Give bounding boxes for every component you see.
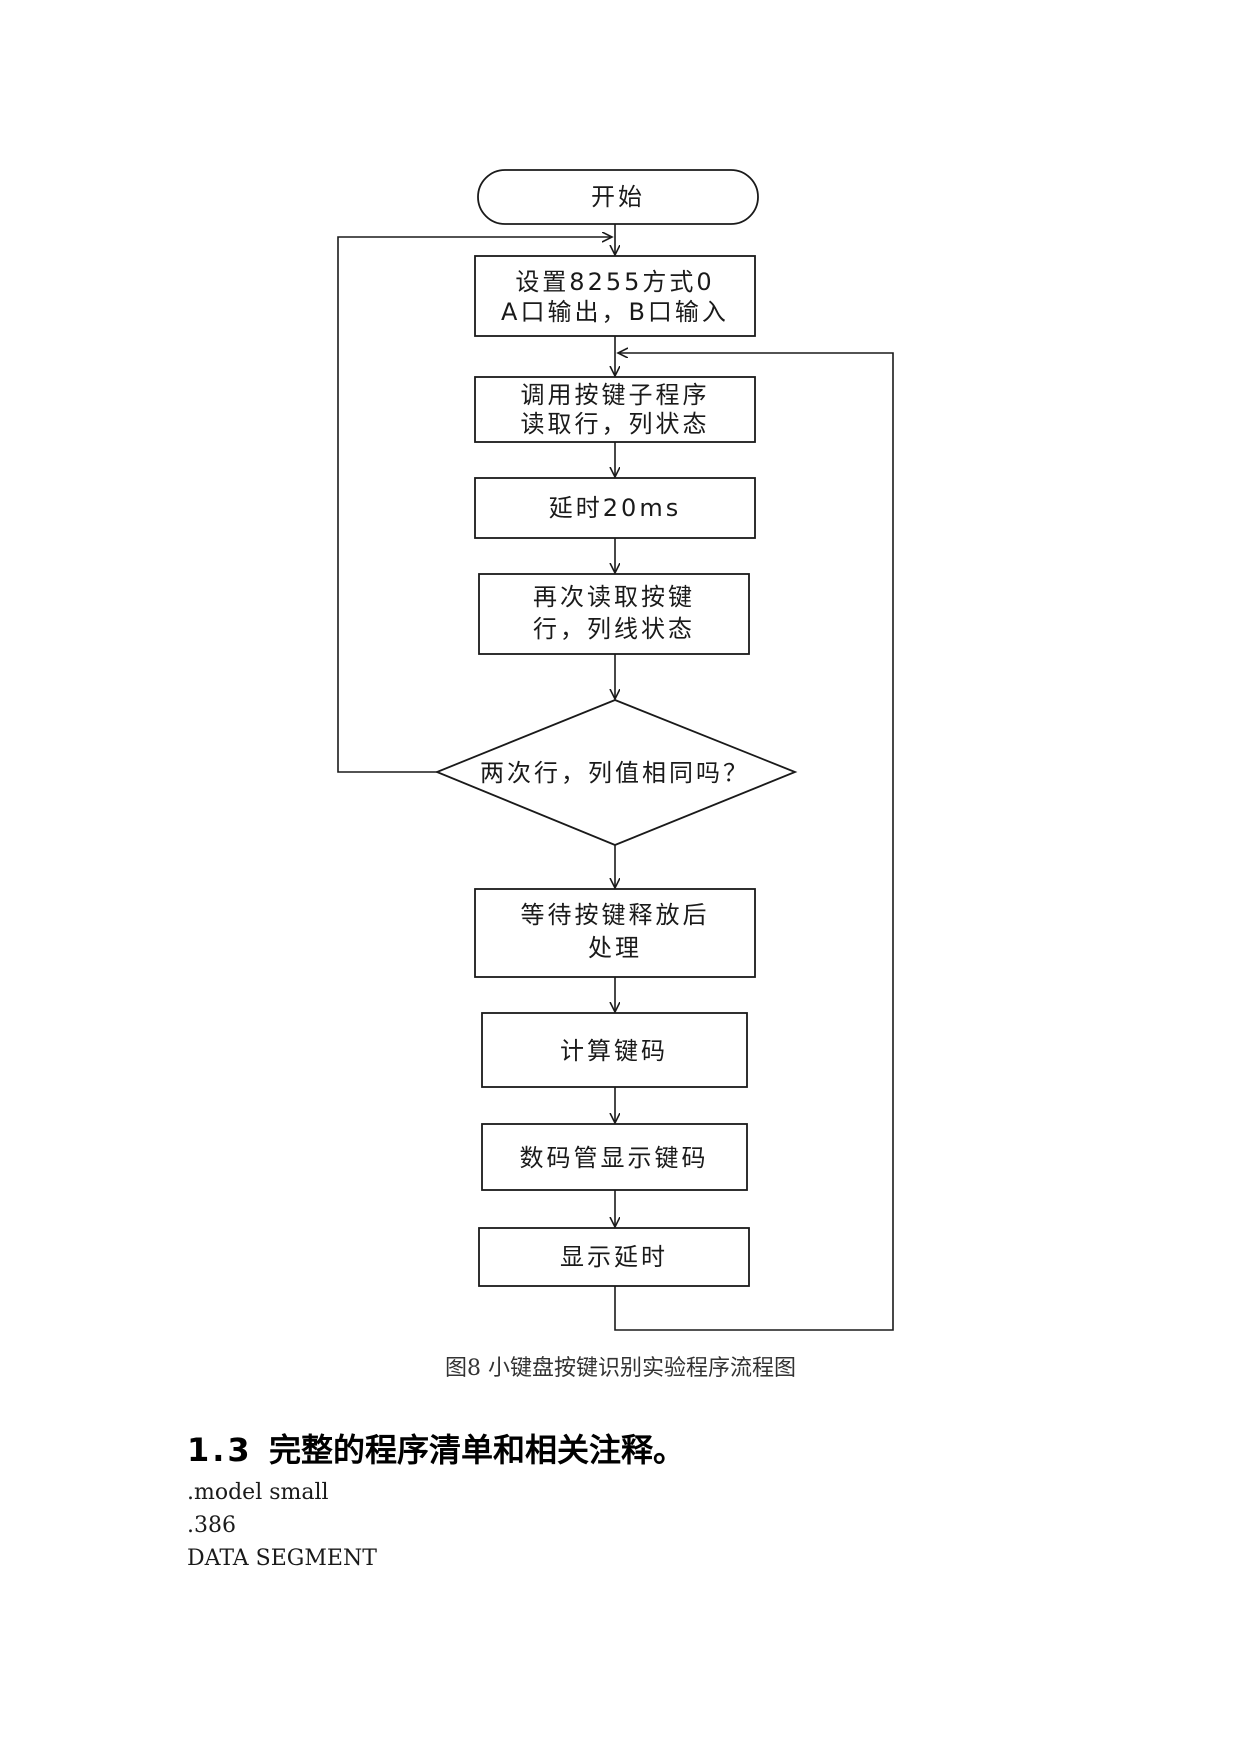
start-terminal: 开始 [477,169,759,225]
figure-caption: 图8 小键盘按键识别实验程序流程图 [445,1356,796,1381]
loop-back-delay-to-call [614,353,894,1331]
code-line: .386 [187,1513,236,1538]
read-again-line-2: 行，列线状态 [533,615,695,643]
display-code-label: 数码管显示键码 [520,1144,709,1172]
code-listing: .model small .386 DATA SEGMENT [187,1476,377,1575]
section-heading: 1.3 完整的程序清单和相关注释。 [187,1425,685,1471]
decision-label: 两次行，列值相同吗？ [480,759,750,787]
call-subroutine-box: 调用按键子程序 读取行，列状态 [474,376,756,443]
code-line: DATA SEGMENT [187,1546,377,1571]
display-code-box: 数码管显示键码 [481,1123,748,1191]
setup-line-2: A口输出，B口输入 [501,298,729,326]
setup-box: 设置8255方式0 A口输出，B口输入 [474,255,756,337]
display-delay-box: 显示延时 [478,1227,750,1287]
read-again-line-1: 再次读取按键 [533,583,695,611]
section-title: 完整的程序清单和相关注释。 [269,1431,686,1469]
compute-code-label: 计算键码 [560,1037,668,1065]
wait-release-line-1: 等待按键释放后 [521,901,710,929]
display-delay-label: 显示延时 [560,1243,668,1271]
section-number: 1.3 [187,1431,253,1469]
loop-back-decision-to-setup [337,237,612,773]
call-subroutine-line-2: 读取行，列状态 [521,410,710,438]
code-line: .model small [187,1480,329,1505]
wait-release-box: 等待按键释放后 处理 [474,888,756,978]
call-subroutine-line-1: 调用按键子程序 [521,381,710,409]
setup-line-1: 设置8255方式0 [515,268,714,296]
read-again-box: 再次读取按键 行，列线状态 [478,573,750,655]
compute-code-box: 计算键码 [481,1012,748,1088]
delay-label: 延时20ms [549,494,681,522]
wait-release-line-2: 处理 [588,934,642,962]
start-label: 开始 [591,183,645,211]
delay-box: 延时20ms [474,477,756,539]
decision-diamond: 两次行，列值相同吗？ [434,699,798,846]
